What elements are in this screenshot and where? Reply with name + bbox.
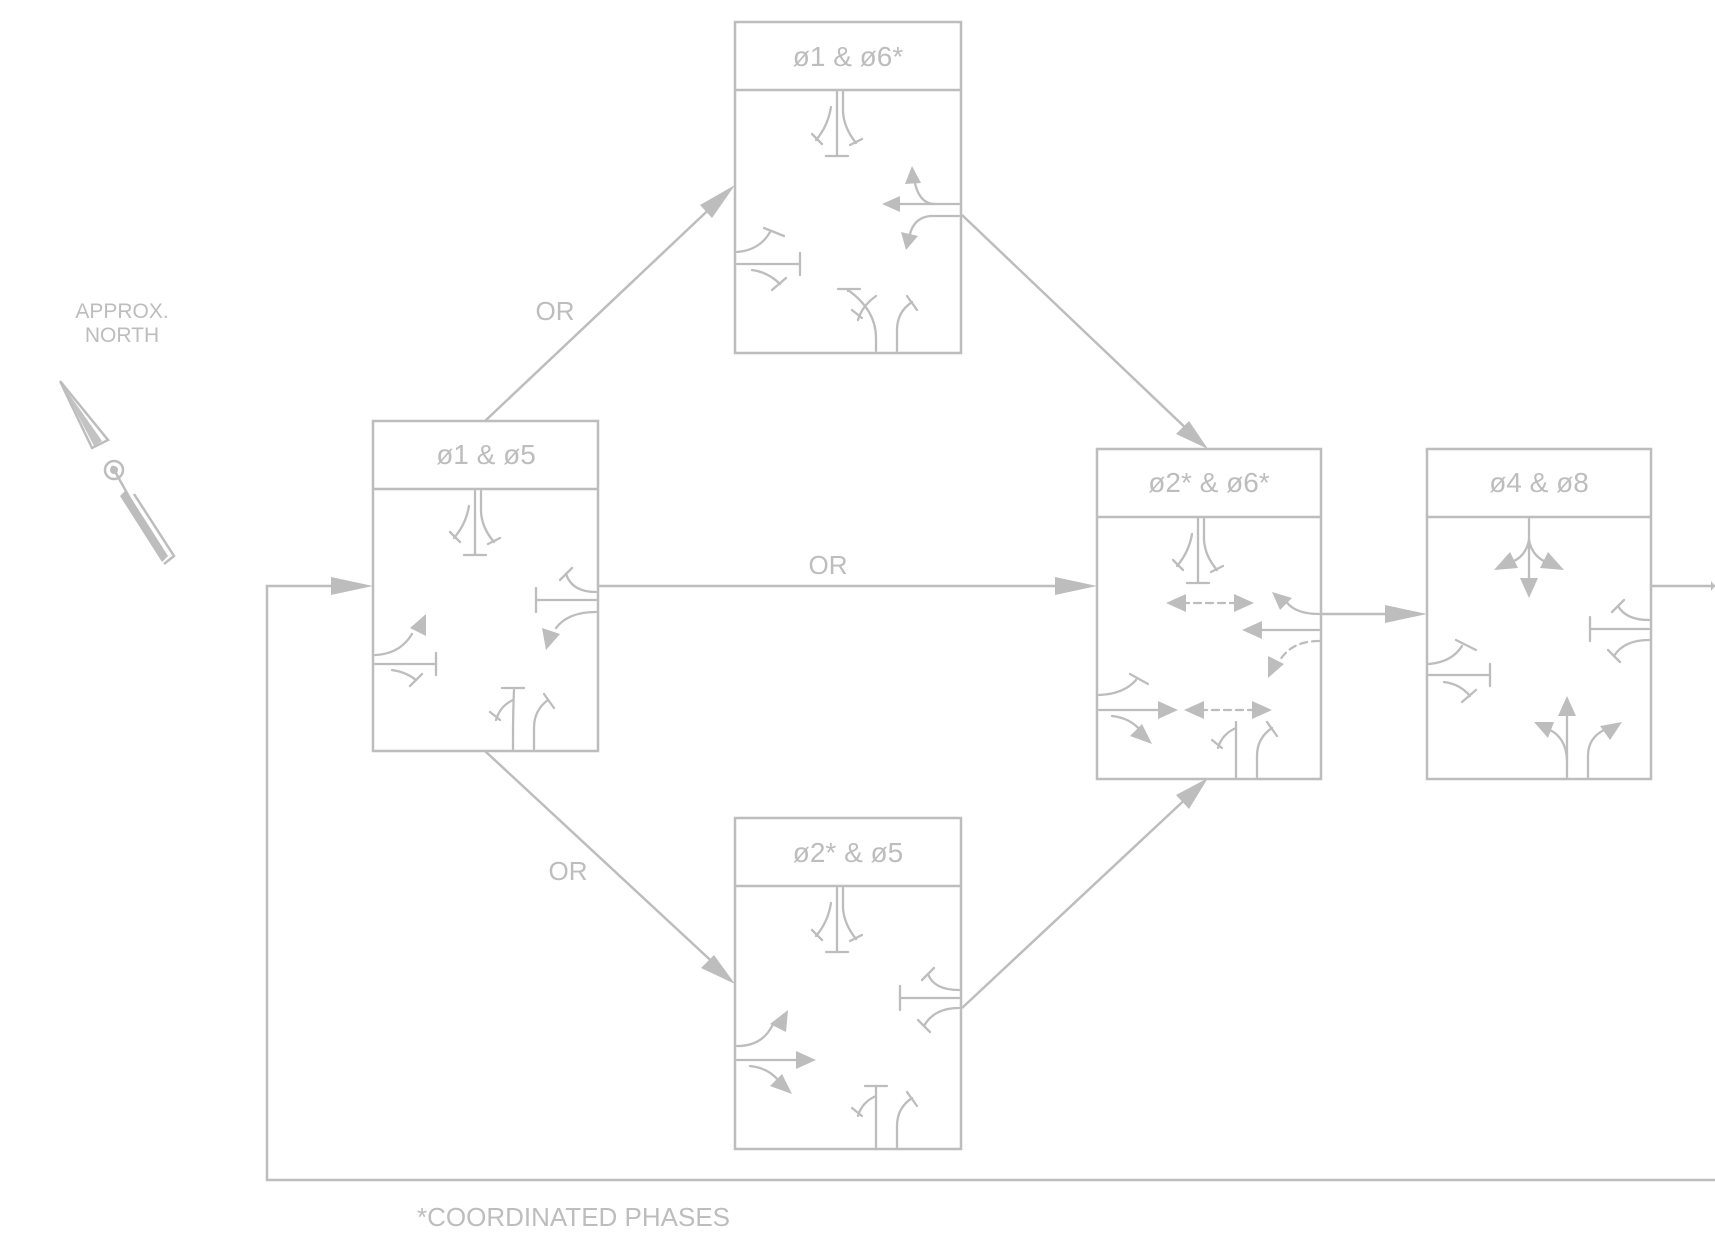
north-indicator: APPROX. NORTH <box>58 300 176 565</box>
movement-icons <box>1097 517 1321 779</box>
movement-icons <box>735 886 961 1149</box>
phase-box-phi1-phi6: ø1 & ø6* <box>733 20 963 355</box>
or-label-bottom: OR <box>549 856 588 886</box>
or-label-middle: OR <box>809 550 848 580</box>
phase-box-phi4-phi8: ø4 & ø8 <box>1425 447 1653 781</box>
phase-label: ø2* & ø5 <box>793 837 903 868</box>
or-label-top: OR <box>536 296 575 326</box>
arrow-phase16-to-phase26 <box>961 214 1193 435</box>
sequence-arrows: OR OR OR <box>265 185 1715 1182</box>
north-label-line2: NORTH <box>85 324 159 347</box>
phase-label: ø4 & ø8 <box>1489 467 1589 498</box>
north-arrow-icon <box>58 380 176 565</box>
arrow-phase15-to-phase16 <box>484 198 721 422</box>
return-loop <box>265 584 1715 1182</box>
arrow-phase25-to-phase26 <box>961 792 1193 1009</box>
footnote-coordinated-phases: *COORDINATED PHASES <box>417 1202 730 1232</box>
phase-box-phi2-phi5: ø2* & ø5 <box>733 816 963 1151</box>
movement-icons <box>1427 517 1651 779</box>
arrow-phase15-to-phase25 <box>484 750 721 970</box>
north-label-line1: APPROX. <box>75 300 168 323</box>
movement-icons <box>373 489 598 751</box>
phase-label: ø2* & ø6* <box>1148 467 1269 498</box>
movement-icons <box>735 90 961 353</box>
phase-box-phi2-phi6: ø2* & ø6* <box>1095 447 1323 781</box>
phase-label: ø1 & ø6* <box>793 41 904 72</box>
phase-box-phi1-phi5: ø1 & ø5 <box>371 419 600 753</box>
phase-label: ø1 & ø5 <box>436 439 536 470</box>
